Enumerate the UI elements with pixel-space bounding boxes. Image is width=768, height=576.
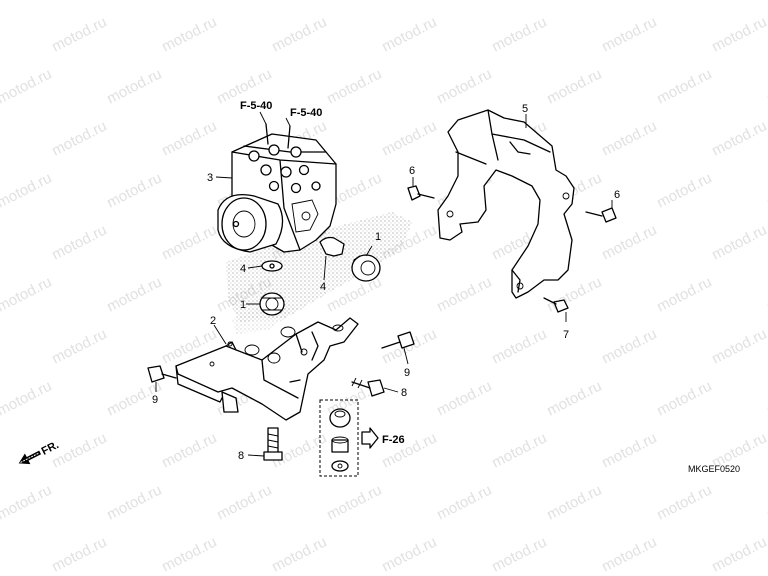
watermark-text-77: motod.ru — [214, 482, 274, 524]
watermark-text-28: motod.ru — [599, 118, 659, 160]
abs-cover — [437, 109, 575, 299]
watermark-text-24: motod.ru — [159, 118, 219, 160]
callout-4-right: 4 — [320, 281, 326, 293]
callout-7: 7 — [563, 329, 569, 341]
callout-numbers: 1 1 2 3 4 4 5 6 6 7 8 8 9 9 — [152, 103, 620, 462]
callout-6-left: 6 — [409, 165, 415, 177]
watermark-text-16: motod.ru — [104, 66, 164, 108]
watermark-text-75: motod.ru — [0, 482, 55, 524]
watermark-text-66: motod.ru — [654, 378, 714, 420]
callout-9-right: 9 — [404, 367, 410, 379]
cover-bolts — [407, 185, 617, 313]
upper-grommet-parts — [259, 236, 381, 316]
watermark-text-53: motod.ru — [49, 326, 109, 368]
watermark-text-14: motod.ru — [709, 14, 768, 56]
watermark-text-65: motod.ru — [544, 378, 604, 420]
watermark-text-80: motod.ru — [544, 482, 604, 524]
watermark-text-64: motod.ru — [434, 378, 494, 420]
watermark-text-11: motod.ru — [379, 14, 439, 56]
watermark-text-57: motod.ru — [489, 326, 549, 368]
callout-8-lower: 8 — [238, 450, 244, 462]
watermark-text-58: motod.ru — [599, 326, 659, 368]
callout-5: 5 — [522, 103, 528, 115]
watermark-text-8: motod.ru — [49, 14, 109, 56]
watermark-text-85: motod.ru — [269, 534, 329, 576]
watermark-text-37: motod.ru — [764, 170, 768, 212]
watermark-text-2: motod.ru — [214, 0, 274, 4]
watermark-text-45: motod.ru — [0, 274, 55, 316]
callout-6-right: 6 — [614, 189, 620, 201]
leader-lines — [155, 111, 613, 457]
callout-8-upper: 8 — [401, 387, 407, 399]
watermark-text-89: motod.ru — [709, 534, 768, 576]
watermark-text-3: motod.ru — [324, 0, 384, 4]
watermark-text-38: motod.ru — [49, 222, 109, 264]
watermark-text-15: motod.ru — [0, 66, 55, 108]
callout-3: 3 — [207, 172, 213, 184]
watermark-text-18: motod.ru — [324, 66, 384, 108]
watermark-text-86: motod.ru — [379, 534, 439, 576]
callout-2: 2 — [210, 315, 216, 327]
watermark-text-13: motod.ru — [599, 14, 659, 56]
watermark-text-82: motod.ru — [764, 482, 768, 524]
watermark-text-39: motod.ru — [159, 222, 219, 264]
watermark-text-49: motod.ru — [434, 274, 494, 316]
watermark-text-31: motod.ru — [104, 170, 164, 212]
watermark-text-5: motod.ru — [544, 0, 604, 4]
watermark-text-76: motod.ru — [104, 482, 164, 524]
watermark-text-29: motod.ru — [709, 118, 768, 160]
watermark-text-21: motod.ru — [654, 66, 714, 108]
callout-1-mid: 1 — [240, 299, 246, 311]
watermark-text-79: motod.ru — [434, 482, 494, 524]
watermark-text-43: motod.ru — [599, 222, 659, 264]
watermark-text-0: motod.ru — [0, 0, 55, 4]
watermark-text-69: motod.ru — [159, 430, 219, 472]
bracket-bolts — [147, 331, 415, 461]
watermark-text-84: motod.ru — [159, 534, 219, 576]
watermark-text-44: motod.ru — [709, 222, 768, 264]
watermark-text-59: motod.ru — [709, 326, 768, 368]
watermark-text-52: motod.ru — [764, 274, 768, 316]
ref-label-f540-a: F-5-40 — [240, 100, 272, 112]
watermark-text-88: motod.ru — [599, 534, 659, 576]
watermark-text-12: motod.ru — [489, 14, 549, 56]
watermark-text-19: motod.ru — [434, 66, 494, 108]
callout-9-left: 9 — [152, 394, 158, 406]
watermark-text-60: motod.ru — [0, 378, 55, 420]
watermark-text-7: motod.ru — [764, 0, 768, 4]
watermark-text-9: motod.ru — [159, 14, 219, 56]
abs-mount-bracket — [175, 317, 359, 421]
watermark-text-26: motod.ru — [379, 118, 439, 160]
watermark-text-67: motod.ru — [764, 378, 768, 420]
callout-4-left: 4 — [240, 263, 246, 275]
watermark-text-46: motod.ru — [104, 274, 164, 316]
watermark-text-72: motod.ru — [489, 430, 549, 472]
watermark-text-51: motod.ru — [654, 274, 714, 316]
abs-modulator-unit — [217, 123, 337, 253]
ref-label-f540-b: F-5-40 — [290, 107, 322, 119]
watermark-text-73: motod.ru — [599, 430, 659, 472]
watermark-text-10: motod.ru — [269, 14, 329, 56]
watermark-text-36: motod.ru — [654, 170, 714, 212]
grommet-set-group — [319, 399, 359, 477]
ref-label-f26: F-26 — [382, 434, 405, 446]
watermark-text-30: motod.ru — [0, 170, 55, 212]
watermark-text-83: motod.ru — [49, 534, 109, 576]
diagram-code: MKGEF0520 — [688, 464, 740, 474]
watermark-text-22: motod.ru — [764, 66, 768, 108]
ref-arrow-f26 — [361, 427, 379, 449]
watermark-text-6: motod.ru — [654, 0, 714, 4]
watermark-text-87: motod.ru — [489, 534, 549, 576]
watermark-text-23: motod.ru — [49, 118, 109, 160]
watermark-text-1: motod.ru — [104, 0, 164, 4]
callout-1-top: 1 — [375, 231, 381, 243]
watermark-text-20: motod.ru — [544, 66, 604, 108]
watermark-text-81: motod.ru — [654, 482, 714, 524]
watermark-text-78: motod.ru — [324, 482, 384, 524]
reference-labels: F-5-40 F-5-40 F-26 — [240, 100, 405, 446]
watermark-text-4: motod.ru — [434, 0, 494, 4]
